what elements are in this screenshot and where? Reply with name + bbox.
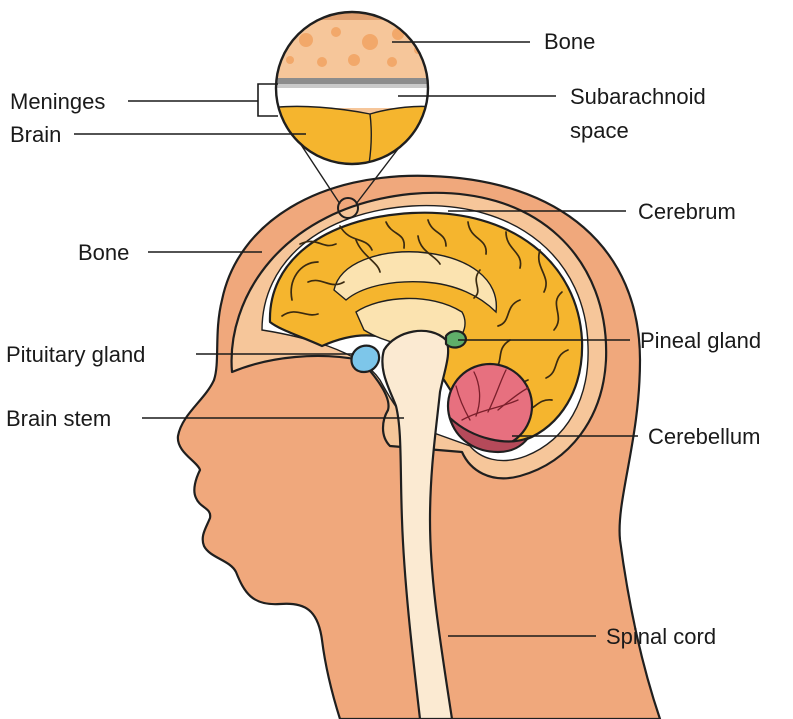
label-bone: Bone (78, 240, 129, 265)
label-cerebellum: Cerebellum (648, 424, 761, 449)
head (178, 176, 660, 719)
label-cerebrum: Cerebrum (638, 199, 736, 224)
label-brain: Brain (10, 122, 61, 147)
label-subarachnoid-space: space (570, 118, 629, 143)
pituitary-gland-shape (352, 346, 380, 372)
label-brain-stem: Brain stem (6, 406, 111, 431)
label-bone-top: Bone (544, 29, 595, 54)
label-subarachnoid: Subarachnoid (570, 84, 706, 109)
label-pineal-gland: Pineal gland (640, 328, 761, 353)
label-spinal-cord: Spinal cord (606, 624, 716, 649)
label-pituitary-gland: Pituitary gland (6, 342, 145, 367)
label-meninges: Meninges (10, 89, 105, 114)
